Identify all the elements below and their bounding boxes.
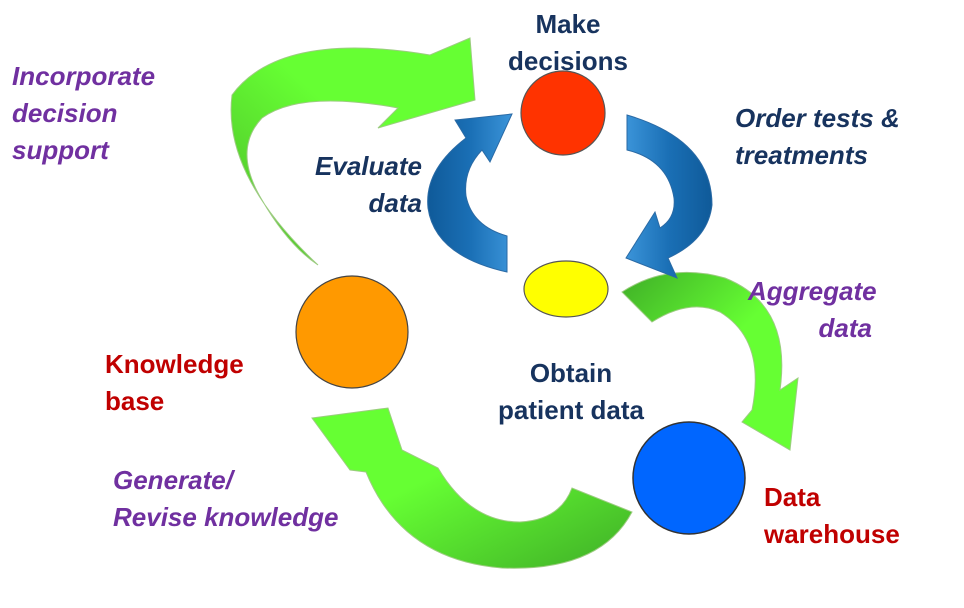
make-decisions-label: Make decisions <box>508 9 628 76</box>
generate-knowledge-arrow <box>311 407 633 569</box>
obtain-patient-data-node <box>523 260 609 318</box>
incorporate-support-label: Incorporate decision support <box>12 61 156 165</box>
order-tests-arrow <box>625 114 713 279</box>
order-tests-label: Order tests & treatments <box>735 103 900 170</box>
knowledge-base-label: Knowledge base <box>105 349 244 416</box>
aggregate-data-label: Aggregate data <box>748 276 877 343</box>
knowledge-base-node <box>295 275 409 389</box>
make-decisions-node <box>520 70 606 156</box>
data-warehouse-label: Data warehouse <box>764 482 900 549</box>
evaluate-data-label: Evaluate data <box>315 151 422 218</box>
data-warehouse-node <box>632 421 746 535</box>
obtain-patient-data-label: Obtain patient data <box>498 358 644 425</box>
aggregate-data-arrow <box>621 271 799 451</box>
evaluate-data-arrow <box>427 113 513 273</box>
incorporate-support-arrow <box>230 37 476 266</box>
generate-knowledge-label: Generate/ Revise knowledge <box>113 465 339 532</box>
